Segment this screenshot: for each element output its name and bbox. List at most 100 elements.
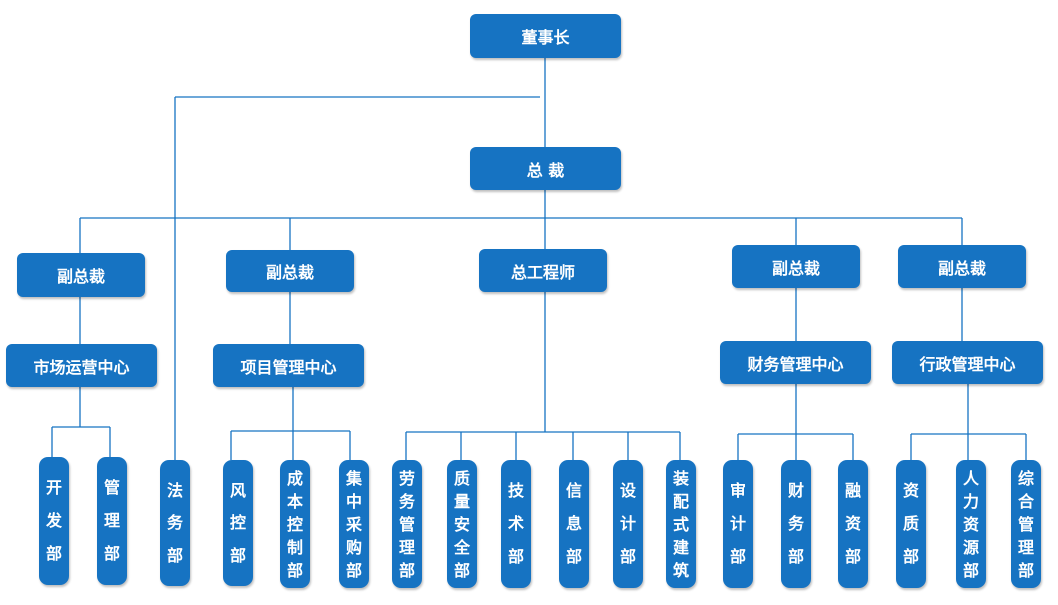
dept-label-char: 部	[507, 547, 524, 566]
dept-finance-node: 财务部	[781, 460, 811, 588]
dept-label-char: 计	[729, 514, 746, 533]
dept-label-char: 安	[453, 514, 470, 534]
chairman-label: 董事长	[521, 28, 570, 47]
dept-label-char: 中	[345, 491, 362, 511]
dept-label-char: 技	[507, 481, 524, 500]
dept-label-char: 部	[729, 547, 746, 566]
dept-label-char: 术	[507, 514, 524, 533]
dept-quality-node: 质量安全部	[447, 460, 477, 588]
dept-label-char: 风	[229, 480, 246, 500]
dept-labor-node: 劳务管理部	[392, 460, 422, 588]
dept-label-char: 采	[345, 514, 362, 534]
dept-label-char: 部	[962, 560, 979, 580]
dept-label-char: 设	[619, 481, 636, 500]
dept-audit-node: 审计部	[723, 460, 753, 588]
dept-label-char: 控	[286, 514, 303, 534]
vp4-node: 副总裁	[732, 245, 860, 288]
dept-label-char: 计	[619, 514, 636, 533]
dept-label-char: 管	[398, 514, 415, 534]
dept-label-char: 式	[672, 514, 689, 534]
marketing-center-label: 市场运营中心	[33, 357, 130, 377]
dept-legal-node: 法务部	[160, 460, 190, 586]
dept-label-char: 信	[565, 481, 582, 500]
president-label: 总 裁	[526, 160, 565, 180]
president-node: 总 裁	[470, 147, 621, 190]
dept-label-char: 配	[672, 491, 689, 511]
dept-label-char: 部	[166, 545, 183, 565]
admin-center-label: 行政管理中心	[919, 354, 1016, 374]
dept-label-char: 息	[565, 514, 582, 533]
vp1-label: 副总裁	[56, 267, 105, 286]
dept-label-char: 综	[1017, 468, 1034, 488]
dept-label-char: 管	[103, 478, 120, 497]
admin-center-node: 行政管理中心	[892, 341, 1043, 384]
dept-label-char: 部	[229, 545, 246, 565]
vp2-label: 副总裁	[265, 263, 314, 282]
dept-hr-node: 人力资源部	[956, 460, 986, 588]
dept-financing-node: 融资部	[838, 460, 868, 588]
chairman-node: 董事长	[470, 14, 621, 58]
dept-assets-node: 资质部	[896, 460, 926, 588]
dept-label-char: 法	[166, 480, 183, 500]
vp1-node: 副总裁	[17, 253, 145, 297]
dept-label-char: 理	[103, 511, 120, 530]
dept-label-char: 筑	[672, 560, 689, 580]
dept-label-char: 全	[453, 537, 470, 557]
dept-label-char: 部	[902, 547, 919, 566]
dept-label-char: 人	[962, 468, 979, 488]
finance-center-label: 财务管理中心	[747, 354, 844, 374]
dept-label-char: 源	[962, 537, 979, 557]
vp5-node: 副总裁	[898, 245, 1026, 288]
dept-label-char: 审	[729, 481, 746, 500]
dept-label-char: 装	[672, 468, 689, 488]
dept-prefab-node: 装配式建筑	[666, 460, 696, 588]
dept-tech-node: 技术部	[501, 460, 531, 588]
dept-label-char: 开	[45, 478, 62, 497]
dept-label-char: 部	[398, 560, 415, 580]
dept-label-char: 部	[1017, 560, 1034, 580]
dept-label-char: 部	[565, 547, 582, 566]
finance-center-node: 财务管理中心	[720, 341, 871, 384]
dept-label-char: 部	[45, 544, 62, 563]
dept-procurement-node: 集中采购部	[339, 460, 369, 588]
dept-label-char: 资	[962, 514, 979, 534]
dept-label-char: 量	[453, 491, 470, 511]
chief-engineer-label: 总工程师	[510, 262, 575, 282]
dept-label-char: 理	[398, 537, 415, 557]
vp5-label: 副总裁	[937, 258, 986, 278]
dept-info-node: 信息部	[559, 460, 589, 588]
dept-label-char: 务	[166, 513, 183, 532]
project-center-node: 项目管理中心	[213, 344, 364, 387]
dept-label-char: 财	[787, 481, 804, 500]
dept-label-char: 力	[962, 491, 979, 511]
vp4-label: 副总裁	[771, 258, 820, 278]
dept-label-char: 务	[787, 514, 804, 533]
dept-label-char: 部	[787, 547, 804, 566]
dept-general-node: 综合管理部	[1011, 460, 1041, 588]
dept-risk-node: 风控部	[223, 460, 253, 586]
project-center-label: 项目管理中心	[240, 357, 337, 377]
dept-label-char: 部	[844, 547, 861, 566]
dept-label-char: 成	[286, 468, 303, 488]
dept-label-char: 质	[902, 514, 919, 533]
dept-management-node: 管理部	[97, 457, 127, 585]
dept-cost-node: 成本控制部	[280, 460, 310, 588]
dept-label-char: 融	[844, 481, 861, 500]
dept-label-char: 务	[398, 491, 415, 511]
dept-label-char: 资	[844, 514, 861, 533]
dept-label-char: 合	[1017, 491, 1034, 511]
chief-engineer-node: 总工程师	[479, 249, 607, 292]
dept-label-char: 管	[1017, 514, 1034, 534]
dept-design-node: 设计部	[613, 460, 643, 588]
dept-label-char: 集	[345, 468, 362, 488]
dept-label-char: 发	[45, 511, 62, 530]
dept-label-char: 理	[1017, 537, 1034, 557]
dept-development-node: 开发部	[39, 457, 69, 585]
dept-label-char: 质	[453, 468, 470, 488]
dept-label-char: 制	[286, 537, 303, 557]
dept-label-char: 部	[619, 547, 636, 566]
dept-label-char: 建	[672, 537, 689, 557]
dept-label-char: 部	[453, 560, 470, 580]
marketing-center-node: 市场运营中心	[6, 344, 157, 387]
